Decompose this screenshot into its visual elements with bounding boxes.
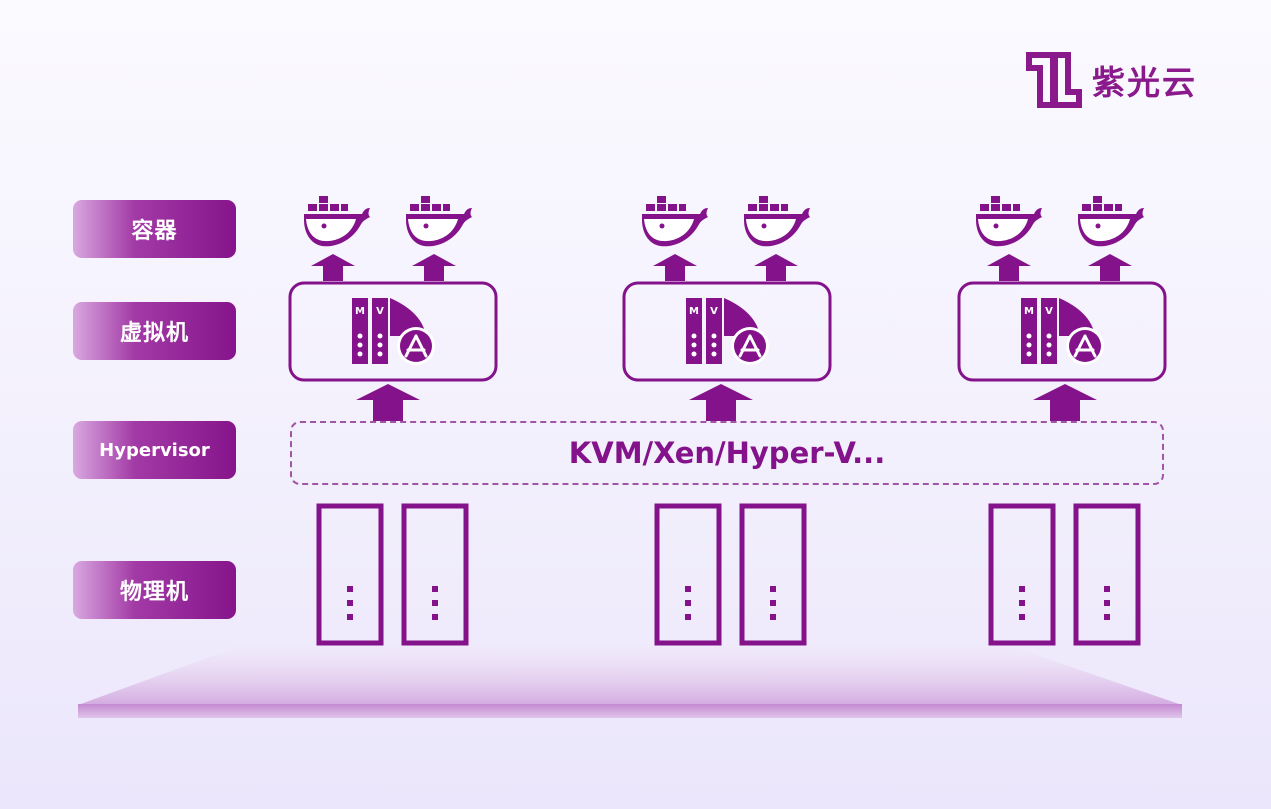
arrow-up-icon [311, 254, 355, 281]
server-tower-icon [404, 506, 466, 643]
server-tower-icon [1076, 506, 1138, 643]
arrow-up-icon [1088, 254, 1132, 281]
vm-box [957, 281, 1167, 382]
docker-whale-icon [744, 196, 810, 247]
arrow-up-icon [1033, 384, 1097, 421]
layer-label-container: 容器 [73, 200, 236, 258]
hypervisor-text: KVM/Xen/Hyper-V... [568, 436, 886, 470]
arrow-up-icon [689, 384, 753, 421]
arrow-up-icon [412, 254, 456, 281]
layer-label-hypervisor: Hypervisor [73, 421, 236, 479]
layer-label-vm: 虚拟机 [73, 302, 236, 360]
arrow-up-icon [987, 254, 1031, 281]
vm-box [288, 281, 498, 382]
vm-m-label: M [355, 306, 365, 317]
vm-box [622, 281, 832, 382]
server-tower-icon [316, 503, 384, 646]
virtual-machine-icon [684, 296, 771, 367]
brand-logo: 紫光云 [1026, 52, 1197, 108]
vm-v-label: V [376, 306, 384, 317]
layer-label-physical: 物理机 [73, 561, 236, 619]
ziguang-logo-icon [1026, 52, 1082, 108]
virtual-machine-icon: M V [352, 298, 435, 365]
platform-base [78, 646, 1182, 718]
hypervisor-layer: KVM/Xen/Hyper-V... [290, 421, 1164, 485]
docker-whale-icon [1078, 196, 1144, 247]
virtual-machine-icon [1019, 296, 1106, 367]
server-tower-icon [991, 506, 1053, 643]
server-tower-icon [657, 506, 719, 643]
docker-whale-icon [406, 196, 472, 247]
docker-whale-icon [642, 196, 708, 247]
brand-name: 紫光云 [1092, 63, 1197, 102]
arrow-up-icon [754, 254, 798, 281]
arrow-up-icon [653, 254, 697, 281]
docker-whale-icon [304, 196, 370, 247]
docker-whale-icon [976, 196, 1042, 247]
arrow-up-icon [356, 384, 420, 421]
server-tower-icon [742, 506, 804, 643]
